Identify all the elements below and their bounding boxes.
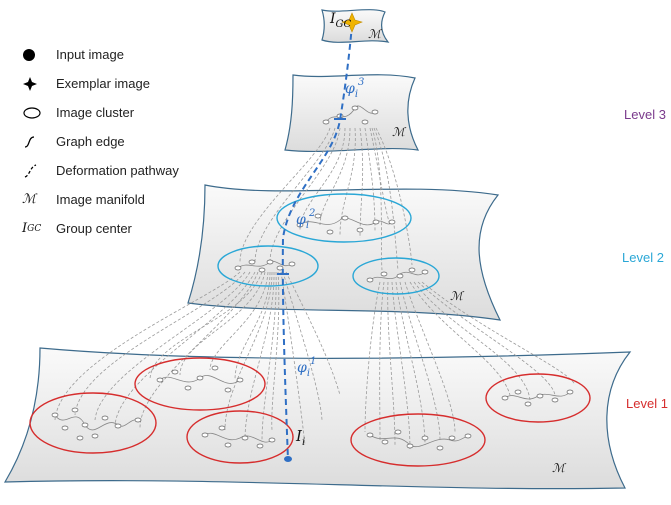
manifold-symbol: ℳ [22, 192, 36, 207]
legend-label: Deformation pathway [56, 163, 179, 178]
legend: Input image Exemplar image Image cluster… [22, 40, 222, 243]
level-1-label: Level 1 [626, 396, 668, 411]
legend-item-graph-edge: Graph edge [22, 127, 222, 156]
phi-label-1: φi1 [297, 356, 316, 379]
legend-label: Group center [56, 221, 132, 236]
legend-label: Graph edge [56, 134, 125, 149]
phi-label-2: φi2 [296, 208, 315, 231]
cluster-l1-c [186, 410, 294, 464]
legend-item-deformation-pathway: Deformation pathway [22, 156, 222, 185]
dashed-curve-icon [22, 161, 56, 181]
dashed-connectors-l2-l3 [239, 127, 413, 271]
legend-label: Image manifold [56, 192, 145, 207]
manifold-label-l3: ℳ [392, 125, 407, 139]
legend-item-input-image: Input image [22, 40, 222, 69]
cluster-l1-d [350, 413, 486, 467]
legend-item-exemplar-image: Exemplar image [22, 69, 222, 98]
ellipse-icon [22, 103, 56, 123]
cluster-l1-e [485, 373, 591, 423]
star-icon [22, 74, 56, 94]
exemplar-star [341, 12, 363, 33]
cluster-l2-c [352, 257, 440, 295]
manifold-label-gc: ℳ [368, 27, 383, 41]
graph-level-3 [322, 105, 379, 125]
cluster-l2-b [276, 193, 412, 243]
cluster-l2-a [217, 245, 319, 287]
legend-item-image-cluster: Image cluster [22, 98, 222, 127]
group-center-label: IGC [329, 11, 352, 30]
cluster-l1-a [29, 392, 157, 454]
input-image-marker [284, 456, 292, 462]
legend-item-image-manifold: ℳ Image manifold [22, 185, 222, 214]
deformation-pathway [281, 23, 353, 461]
legend-label: Exemplar image [56, 76, 150, 91]
level-2-label: Level 2 [622, 250, 664, 265]
curve-icon [22, 132, 56, 152]
manifold-label-l1: ℳ [552, 461, 567, 475]
legend-label: Image cluster [56, 105, 135, 120]
input-image-label: Ii [295, 427, 305, 448]
level-3-label: Level 3 [624, 107, 666, 122]
filled-circle-icon [22, 45, 56, 65]
dashed-connectors-l1-l2 [54, 271, 576, 451]
cluster-l1-b [134, 357, 266, 411]
manifold-level-1 [3, 347, 632, 490]
manifold-label-l2: ℳ [450, 289, 465, 303]
legend-label: Input image [56, 47, 124, 62]
manifold-group-center [321, 9, 390, 43]
phi-label-3: φi3 [345, 77, 364, 100]
